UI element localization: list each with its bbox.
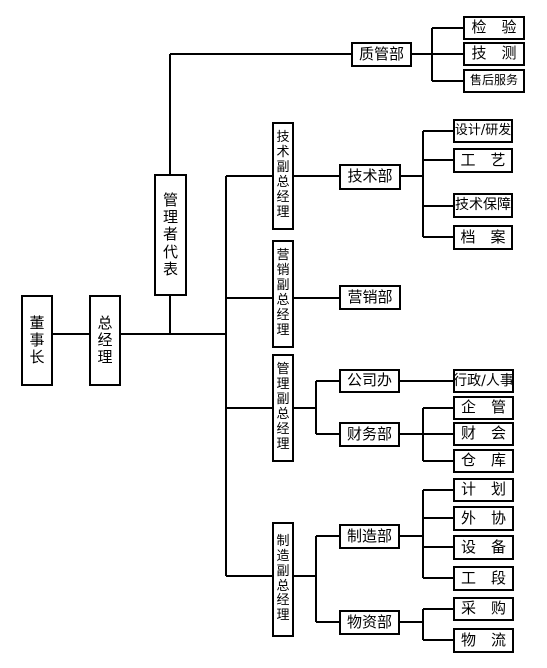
vp-administration-box: 管 理 副 总 经 理: [272, 354, 294, 462]
office-dept-box: 公司办: [339, 369, 400, 393]
mfg-unit-workshop: 工 段: [453, 566, 514, 591]
tech-dept-box: 技术部: [339, 164, 401, 190]
materials-unit-logistics: 物 流: [453, 628, 514, 653]
manufacturing-dept-box: 制造部: [339, 524, 400, 549]
finance-unit-accounting: 财 会: [453, 422, 514, 446]
quality-dept-box: 质管部: [351, 42, 412, 67]
chairman-box: 董 事 长: [21, 295, 53, 386]
tech-unit-process: 工 艺: [453, 148, 513, 173]
finance-unit-warehouse: 仓 库: [453, 449, 514, 473]
tech-unit-support: 技术保障: [453, 193, 513, 218]
general-manager-box: 总 经 理: [89, 295, 121, 386]
quality-unit-after-sales: 售后服务: [463, 69, 525, 93]
mfg-unit-outsourcing: 外 协: [453, 506, 514, 531]
tech-unit-design-rd: 设计/研发: [453, 119, 513, 143]
sales-dept-box: 营销部: [339, 285, 401, 310]
quality-unit-inspection: 检 验: [463, 16, 525, 40]
mfg-unit-planning: 计 划: [453, 478, 514, 502]
materials-unit-purchasing: 采 购: [453, 597, 514, 621]
management-representative-box: 管 理 者 代 表: [154, 174, 187, 296]
vp-manufacturing-box: 制 造 副 总 经 理: [272, 522, 294, 637]
quality-unit-testing: 技 测: [463, 42, 525, 66]
finance-unit-enterprise-mgmt: 企 管: [453, 396, 514, 420]
vp-technology-box: 技 术 副 总 经 理: [272, 122, 294, 230]
mfg-unit-equipment: 设 备: [453, 535, 514, 560]
materials-dept-box: 物资部: [339, 610, 400, 635]
vp-sales-box: 营 销 副 总 经 理: [272, 240, 294, 348]
office-unit-admin-hr: 行政/人事: [453, 369, 514, 393]
finance-dept-box: 财务部: [339, 422, 400, 447]
tech-unit-archives: 档 案: [453, 225, 513, 250]
